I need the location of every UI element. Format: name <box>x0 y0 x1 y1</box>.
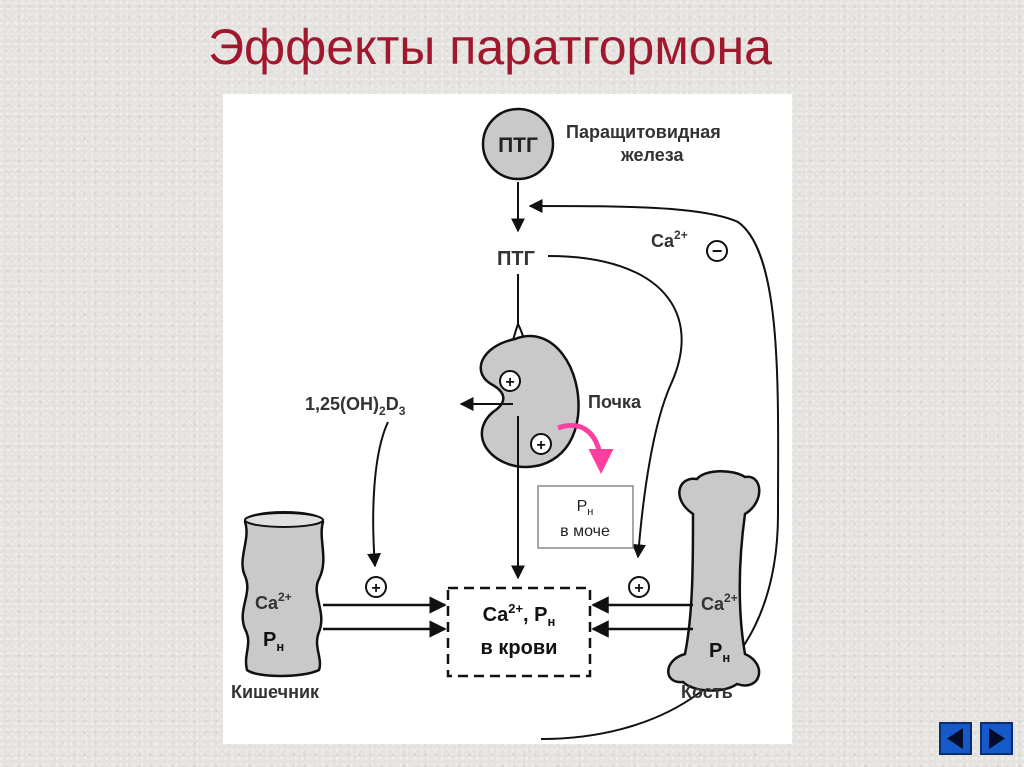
plus-sign: + <box>634 580 643 597</box>
diagram-panel: ПТГ Паращитовидная железа ПТГ Ca2+ − Поч… <box>223 94 792 744</box>
next-slide-button[interactable] <box>980 722 1013 755</box>
bone <box>667 470 761 692</box>
prev-slide-button[interactable] <box>939 722 972 755</box>
arrow-ptg-to-bone <box>547 255 683 559</box>
gland-label-line2: железа <box>620 145 684 165</box>
urine-box <box>537 485 634 549</box>
intestine <box>241 511 325 678</box>
plus-sign: + <box>505 374 514 391</box>
ptg-effects-diagram: ПТГ Паращитовидная железа ПТГ Ca2+ − Поч… <box>231 107 780 740</box>
gland-abbr: ПТГ <box>498 134 538 157</box>
intestine-label: Кишечник <box>231 682 320 702</box>
blood-box <box>446 586 592 678</box>
kidney-label: Почка <box>588 392 642 412</box>
slide-title: Эффекты паратгормона <box>208 19 772 75</box>
triangle-left-icon <box>947 728 963 749</box>
kidney <box>479 334 580 469</box>
arrow-ca-feedback <box>528 199 780 740</box>
bone-ca: Ca2+ <box>701 591 738 614</box>
urine-phosphate: Pн <box>577 498 594 518</box>
blood-label: в крови <box>481 637 558 659</box>
arrow-to-urine <box>557 422 614 474</box>
minus-sign-icon <box>706 240 728 262</box>
ca-feedback-label: Ca2+ <box>651 228 688 251</box>
ptg-label: ПТГ <box>497 248 535 270</box>
plus-sign: + <box>536 437 545 454</box>
intestine-p: Pн <box>263 629 284 654</box>
plus-sign-icon <box>530 433 552 455</box>
bone-label: Кость <box>681 682 733 702</box>
gland-label-line1: Паращитовидная <box>566 122 721 142</box>
intestine-ca: Ca2+ <box>255 590 292 613</box>
plus-sign: + <box>371 580 380 597</box>
bone-p: Pн <box>709 640 730 665</box>
parathyroid-gland <box>481 107 555 181</box>
blood-ions: Ca2+, Pн <box>483 601 556 629</box>
urine-label: в моче <box>560 523 610 540</box>
triangle-right-icon <box>989 728 1005 749</box>
vitamin-d-label: 1,25(OH)2D3 <box>305 394 406 418</box>
plus-sign-icon <box>628 576 650 598</box>
plus-sign-icon <box>499 370 521 392</box>
plus-sign-icon <box>365 576 387 598</box>
arrow-vitd-to-intestine <box>367 421 389 568</box>
minus-sign: − <box>712 241 723 261</box>
